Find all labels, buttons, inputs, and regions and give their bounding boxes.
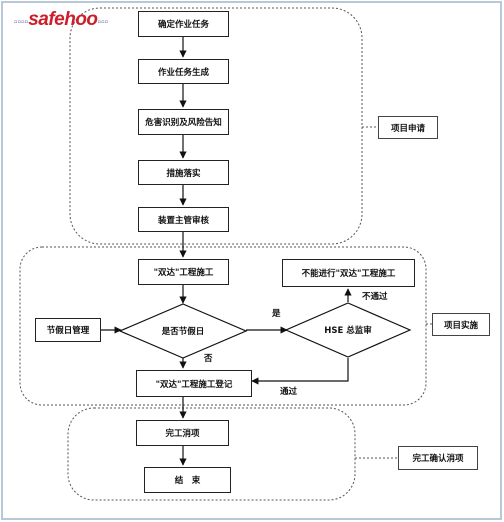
step-not-proceed: 不能进行"双达"工程施工 xyxy=(282,259,415,287)
step-hazard-notice: 危害识别及风险告知 xyxy=(138,109,229,135)
phase-label-apply: 项目申请 xyxy=(378,116,438,139)
decision-hse-label: HSE 总监审 xyxy=(324,326,372,336)
step-generate-task: 作业任务生成 xyxy=(138,59,229,84)
logo-dots-left: ▫▫▫▫ xyxy=(14,17,29,28)
phase-label-implement: 项目实施 xyxy=(432,313,490,336)
logo-word: safehoo xyxy=(28,9,98,30)
step-shuangda-construction: "双达"工程施工 xyxy=(138,259,229,285)
decision-hse xyxy=(284,302,412,358)
decision-holiday xyxy=(118,303,248,359)
step-holiday-mgmt: 节假日管理 xyxy=(35,318,101,342)
arrow-pass xyxy=(251,358,349,385)
decision-holiday-label: 是否节假日 xyxy=(161,327,205,337)
logo-dots-right: ▫▫▫ xyxy=(97,17,109,28)
edge-label-no: 否 xyxy=(204,354,213,364)
step-measures: 措施落实 xyxy=(138,160,229,185)
group-apply xyxy=(69,7,363,245)
step-confirm-task: 确定作业任务 xyxy=(138,11,229,37)
step-unit-review: 装置主管审核 xyxy=(138,207,229,232)
edge-label-fail: 不通过 xyxy=(362,292,388,302)
step-completion: 完工消项 xyxy=(136,420,229,446)
step-end: 结 束 xyxy=(144,467,231,493)
phase-label-confirm: 完工确认消项 xyxy=(398,446,478,470)
group-implement xyxy=(19,246,427,406)
step-registration: "双达"工程施工登记 xyxy=(136,370,252,397)
group-confirm xyxy=(67,407,356,501)
edge-label-yes: 是 xyxy=(272,309,281,319)
edge-label-pass: 通过 xyxy=(280,387,298,397)
safehoo-logo: ▫▫▫▫safehoo▫▫▫ xyxy=(14,9,108,31)
